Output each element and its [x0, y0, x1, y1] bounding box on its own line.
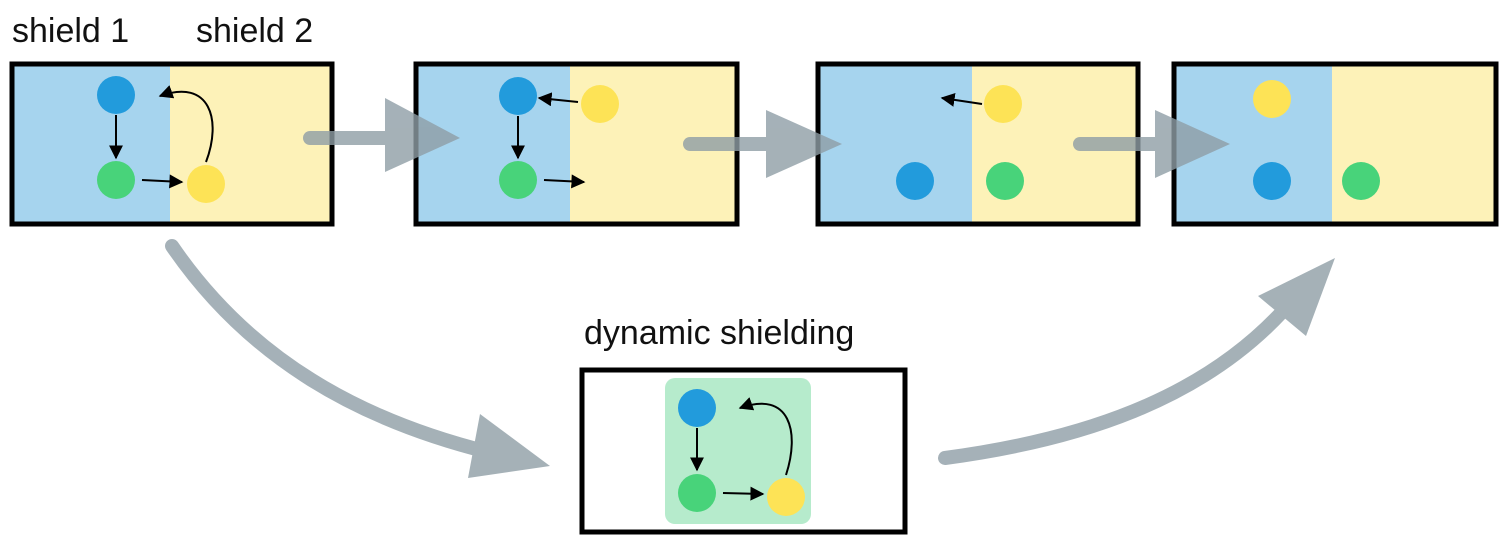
yellow-node: [767, 478, 805, 516]
blue-node: [1253, 162, 1291, 200]
shield-1-region: [12, 64, 172, 224]
panel-4: [1171, 61, 1499, 227]
edge-yellow-to-blue: [738, 397, 793, 476]
flow-arrows: [165, 98, 1335, 478]
edge-green-out: [543, 174, 586, 189]
yellow-node: [984, 85, 1022, 123]
yellow-node: [187, 165, 225, 203]
edge-yellow-to-blue: [537, 92, 579, 107]
green-node: [1342, 162, 1380, 200]
yellow-node: [581, 85, 619, 123]
edge-yellow-out: [940, 92, 983, 107]
edge-yellow-to-blue: [158, 85, 214, 163]
flow-arrow-3-4: [1073, 110, 1230, 178]
panel-1: [9, 61, 335, 227]
green-node: [97, 161, 135, 199]
panel-2: [413, 61, 740, 227]
yellow-node: [1253, 80, 1291, 118]
flow-arrow-2-3: [683, 110, 842, 178]
dynamic-panel: [579, 367, 908, 535]
blue-node: [97, 76, 135, 114]
shield-1-region: [1174, 64, 1334, 224]
green-node: [986, 162, 1024, 200]
shield-1-label: shield 1: [12, 12, 130, 50]
flow-arrow-to-dynamic: [165, 239, 550, 478]
shield-1-region: [818, 64, 974, 224]
blue-node: [896, 162, 934, 200]
green-node: [499, 161, 537, 199]
shield-2-label: shield 2: [196, 12, 314, 50]
shield-2-region: [1332, 64, 1496, 224]
panel-3: [815, 61, 1141, 227]
dynamic-shielding-label: dynamic shielding: [584, 314, 855, 352]
blue-node: [499, 77, 537, 115]
edge-green-to-yellow: [722, 486, 765, 501]
blue-node: [678, 389, 716, 427]
edge-green-to-yellow: [141, 174, 184, 189]
flow-arrow-1-2: [303, 98, 460, 172]
flow-arrow-from-dynamic: [938, 258, 1335, 465]
green-node: [678, 474, 716, 512]
